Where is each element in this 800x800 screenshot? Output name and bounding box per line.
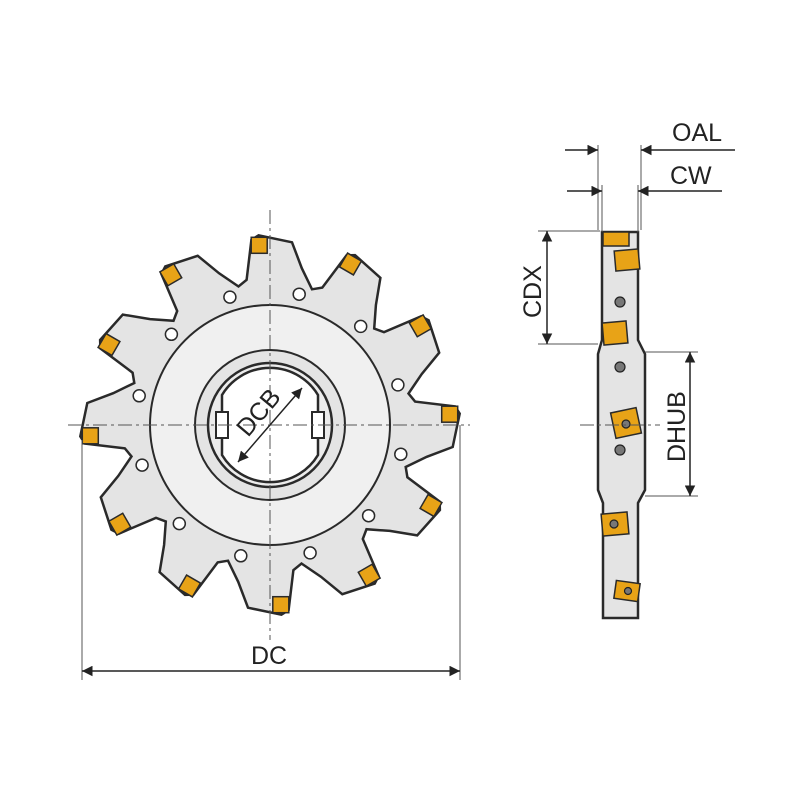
front-view: DCB DC [68, 210, 470, 680]
insert [250, 236, 268, 255]
insert [177, 574, 202, 598]
clamp-screw [394, 447, 408, 461]
insert [419, 493, 443, 518]
clamp-screw [234, 549, 248, 563]
insert [272, 595, 290, 614]
cw-label: CW [670, 162, 712, 190]
insert [97, 332, 121, 357]
clamp-screw [172, 516, 187, 531]
insert [338, 252, 363, 276]
cdx-label: CDX [519, 265, 547, 318]
dcb-dimension-line [237, 387, 303, 463]
insert-pockets [81, 236, 459, 614]
clamp-screw [132, 389, 146, 403]
clamp-screw [303, 546, 317, 560]
clamp-screw [135, 458, 149, 472]
side-screws [609, 296, 633, 596]
dc-label: DC [251, 642, 287, 670]
insert [107, 512, 132, 537]
dhub-label: DHUB [663, 391, 691, 462]
clamp-screw [223, 290, 237, 304]
insert [440, 405, 459, 423]
clamp-screw [361, 508, 376, 523]
clamp-screw [292, 287, 306, 301]
insert [158, 262, 183, 287]
insert [408, 313, 433, 338]
clamp-screw [353, 319, 368, 334]
clamp-screw [391, 378, 405, 392]
insert [357, 563, 382, 588]
insert [81, 427, 100, 445]
side-view: OAL CW CDX DHUB [519, 119, 735, 620]
clamp-screw [164, 327, 179, 342]
oal-label: OAL [672, 119, 722, 147]
